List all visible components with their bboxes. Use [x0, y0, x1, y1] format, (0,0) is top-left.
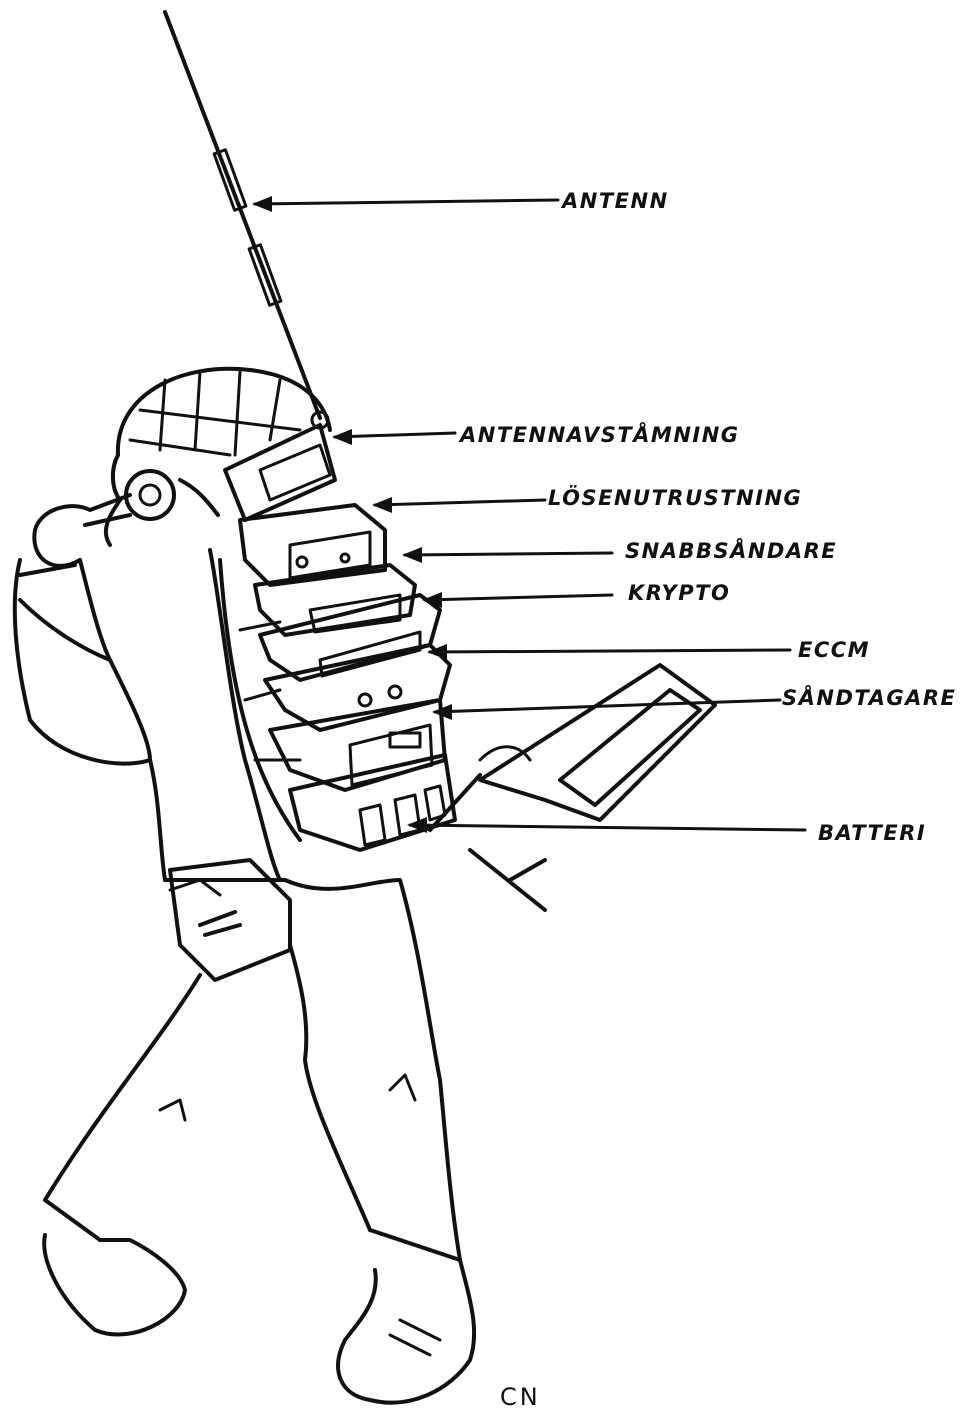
label-antenn: ANTENN	[560, 189, 669, 213]
label-losenutrustning: LÖSENUTRUSTNING	[548, 485, 802, 510]
soldier-legs	[45, 880, 460, 1260]
labels: ANTENN ANTENNAVSTÅMNING LÖSENUTRUSTNING …	[458, 189, 956, 1411]
label-snabbsandare: SNABBSÅNDARE	[625, 538, 837, 563]
soldier-arm	[15, 495, 150, 764]
label-sandtagare: SÅNDTAGARE	[782, 685, 956, 710]
boots	[44, 1230, 474, 1403]
label-eccm: ECCM	[798, 638, 870, 662]
rifle	[430, 665, 715, 910]
eccm-unit	[265, 645, 450, 730]
label-antennavstamning: ANTENNAVSTÅMNING	[458, 422, 740, 447]
soldier-head	[106, 369, 330, 545]
antenna	[165, 12, 328, 428]
label-batteri: BATTERI	[818, 821, 926, 845]
radio-stack	[220, 425, 455, 850]
label-krypto: KRYPTO	[628, 581, 730, 605]
antenna-tuner-box	[225, 425, 335, 520]
artist-signature: CN	[500, 1383, 541, 1411]
leader-lines	[252, 196, 805, 833]
battery-unit	[290, 755, 455, 850]
